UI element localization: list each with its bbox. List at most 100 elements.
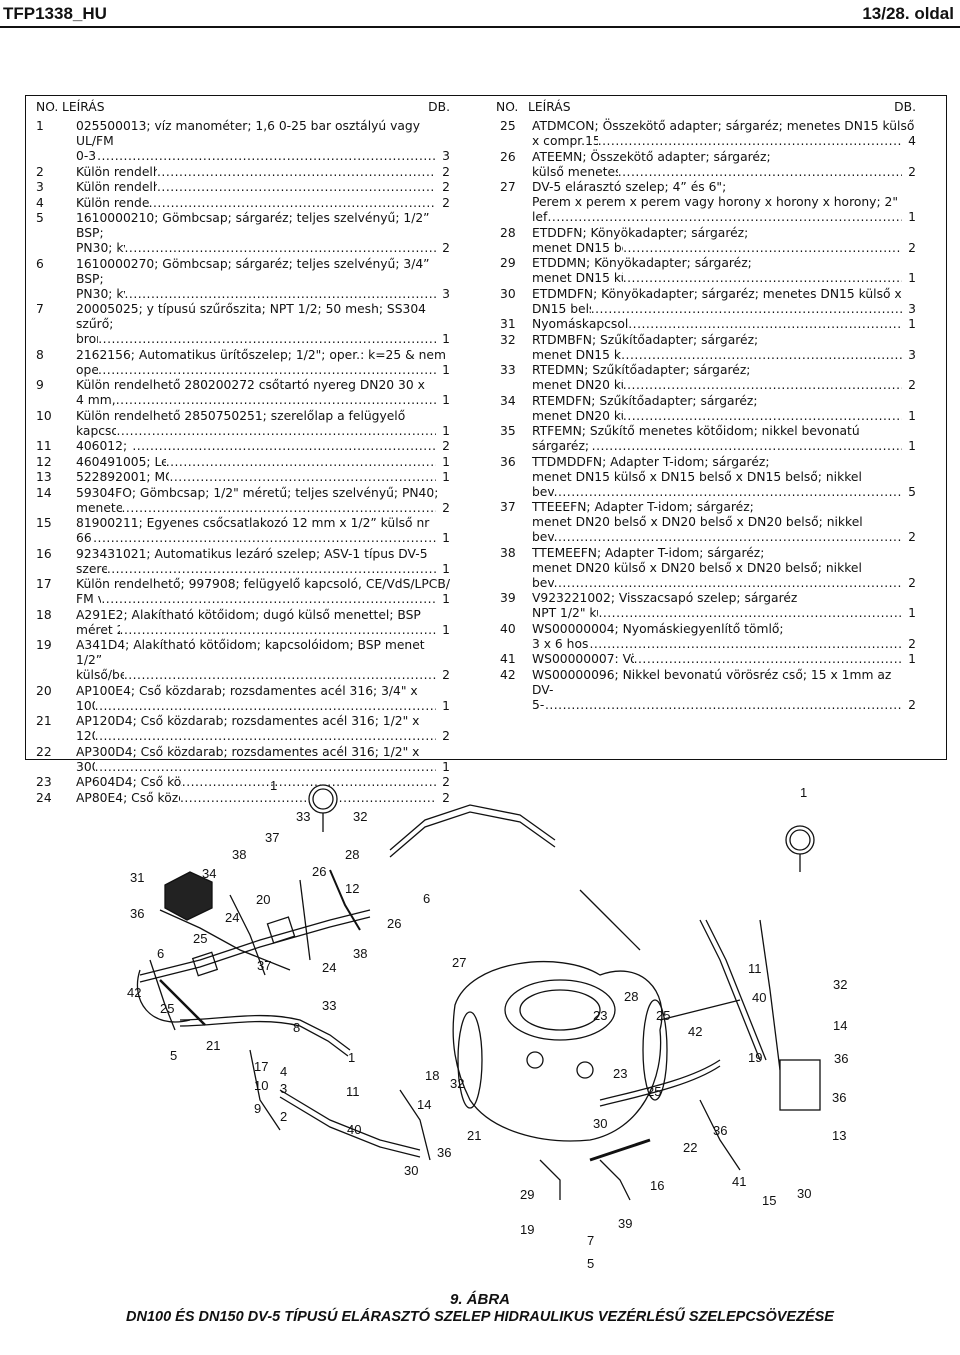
callout-number: 29: [520, 1187, 534, 1202]
item-quantity: 1: [908, 652, 916, 666]
item-description-line: 406012; Könyök 3 mm x m52: [76, 439, 450, 454]
leader-dots: [157, 165, 436, 180]
item-description-line: 3 x 6 hossza 1,2 m; átlátszó2: [532, 637, 916, 652]
item-description-line: ETDDFN; Könyökadapter; sárgaréz;: [532, 225, 749, 240]
callout-number: 28: [624, 989, 638, 1004]
item-description-line: méret 2"; galvanizált1: [76, 623, 450, 638]
item-quantity: 3: [442, 149, 450, 163]
item-description-line: 5-höz2: [532, 698, 916, 713]
item-description-line: menet DN20 belső x DN20 belső x DN20 bel…: [532, 515, 863, 529]
leader-dots: [116, 393, 436, 408]
item-number: 26: [500, 149, 516, 164]
callout-number: 2: [280, 1109, 287, 1124]
item-description-line: Külön rendelhető 280200272 csőtartó nyer…: [76, 378, 425, 392]
item-description-line: AP120D4; Cső közdarab; rozsdamentes acél…: [76, 714, 420, 728]
table-row: 2 Külön rendelhető 03128601; M4 x 25 csav…: [36, 165, 450, 180]
item-quantity: 2: [908, 378, 916, 392]
item-number: 23: [36, 775, 52, 789]
item-number: 12: [36, 454, 52, 469]
item-quantity: 1: [442, 362, 450, 377]
callout-number: 1: [270, 778, 277, 793]
callout-number: 5: [587, 1256, 594, 1271]
leader-dots: [598, 134, 902, 149]
item-description-line: 522892001; MC-1 állomás törőpálcája kézi…: [76, 470, 450, 485]
item-description-line: x compr.15 mm; nikkel bevonatú4: [532, 134, 916, 149]
item-description-line: AP604D4; Cső közdarab; rozsdamentes acél…: [76, 775, 450, 790]
item-number: 30: [500, 286, 516, 301]
callout-number: 42: [688, 1024, 702, 1039]
item-quantity: 2: [908, 164, 916, 179]
item-number: 15: [36, 516, 52, 530]
item-description-line: 1610000210; Gömbcsap; sárgaréz; teljes s…: [76, 211, 430, 240]
item-number: 21: [36, 714, 52, 728]
item-description-line: Külön rendelhető 03128601; M4 x 25 csava…: [76, 165, 450, 180]
item-number: 24: [36, 790, 52, 805]
item-quantity: 1: [908, 439, 916, 453]
item-description-line: RTEDMN; Szűkítőadapter; sárgaréz;: [532, 363, 751, 377]
item-quantity: 2: [908, 636, 916, 651]
column-header-no: NO.: [496, 100, 519, 114]
table-row: 37 TTEEEFN; Adapter T-idom; sárgaréz;mene…: [500, 500, 916, 545]
callout-number: 39: [618, 1216, 632, 1231]
item-number: 39: [500, 591, 516, 605]
column-header-qty: DB.: [894, 100, 916, 114]
callout-number: 32: [450, 1076, 464, 1091]
leader-dots: [95, 729, 436, 744]
item-number: 27: [500, 180, 516, 194]
item-quantity: 1: [442, 698, 450, 713]
item-description-line: 6612731: [76, 531, 450, 546]
item-description-line: WS00000096; Nikkel bevonatú vörösréz cső…: [532, 667, 892, 697]
callout-number: 15: [762, 1193, 776, 1208]
item-number: 2: [36, 164, 44, 179]
item-description-line: szerelvényhez1: [76, 562, 450, 577]
table-row: 28 ETDDFN; Könyökadapter; sárgaréz;menet …: [500, 226, 916, 256]
callout-number: 36: [713, 1123, 727, 1138]
item-number: 38: [500, 545, 516, 560]
callout-number: 4: [280, 1064, 287, 1079]
callout-number: 23: [593, 1008, 607, 1023]
item-description-line: TTEEEFN; Adapter T-idom; sárgaréz;: [532, 500, 754, 514]
leader-dots: [634, 652, 902, 667]
item-number: 17: [36, 577, 52, 591]
item-quantity: 1: [442, 470, 450, 484]
item-number: 37: [500, 500, 516, 514]
item-quantity: 2: [908, 575, 916, 590]
leader-dots: [122, 501, 436, 516]
item-description-line: bronz test1: [76, 332, 450, 347]
leader-dots: [592, 439, 902, 454]
callout-number: 8: [293, 1020, 300, 1035]
item-description-line: menet DN20 külső x DN15 külső; nikkel be…: [532, 378, 916, 393]
item-quantity: 2: [442, 775, 450, 789]
item-description-line: NPT 1/2" külső/külső; buna-n ülés1: [532, 606, 916, 621]
leader-dots: [116, 424, 436, 439]
callout-number: 1: [800, 785, 807, 800]
item-number: 22: [36, 744, 52, 759]
callout-number: 21: [467, 1128, 481, 1143]
item-quantity: 2: [442, 668, 450, 682]
item-number: 33: [500, 363, 516, 377]
item-description-line: menet DN15 belső x DN15 belső; nikkel be…: [532, 241, 916, 256]
item-number: 19: [36, 638, 52, 652]
item-number: 28: [500, 225, 516, 240]
item-description-line: sárgaréz; külső DN20 x DN251: [532, 439, 916, 454]
callout-number: 36: [130, 906, 144, 921]
item-description-line: menet DN20 külső x DN15 belső; nikkel be…: [532, 409, 916, 424]
